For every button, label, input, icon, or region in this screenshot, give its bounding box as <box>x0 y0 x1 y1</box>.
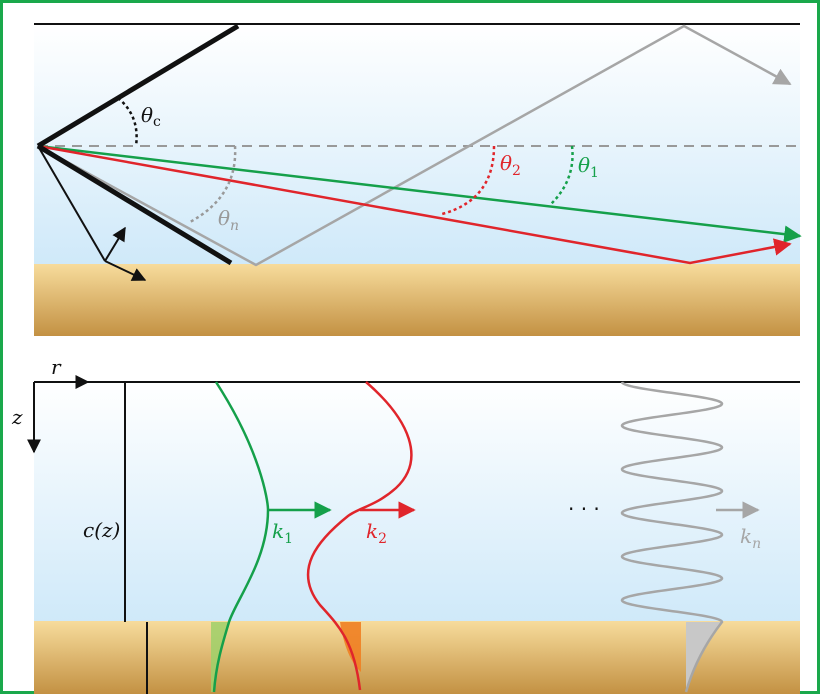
r-axis-label: r <box>51 355 62 379</box>
normal-vector-arrow <box>104 226 126 262</box>
theta-2-label: θ2 <box>500 151 521 179</box>
sediment-layer-bottom <box>34 621 800 694</box>
k2-label: k2 <box>366 519 387 547</box>
sediment-layer-top <box>34 264 800 336</box>
theta-n-label: θn <box>218 206 239 234</box>
z-axis-label: z <box>11 405 23 429</box>
k1-label: k1 <box>272 519 293 547</box>
ray-mode-2 <box>37 144 792 265</box>
ray-mode-1 <box>37 144 802 243</box>
bottom-panel: r z c(z) k1 k2 · · · kn <box>11 355 800 694</box>
kn-label: kn <box>740 524 761 552</box>
theta-c-label: θc <box>141 103 161 130</box>
critical-cone-upper <box>36 23 240 149</box>
water-layer-bottom <box>34 382 800 622</box>
theta-1-arc <box>549 145 574 206</box>
sound-speed-label: c(z) <box>83 518 120 542</box>
top-panel: θc θ1 θ2 θn <box>34 23 802 336</box>
bottom-incident-ray <box>37 145 106 262</box>
ellipsis-label: · · · <box>568 497 600 521</box>
ray-mode-n <box>37 24 792 267</box>
tangent-vector-arrow <box>104 260 147 281</box>
theta-1-label: θ1 <box>578 153 599 181</box>
mode-n-profile <box>620 381 724 693</box>
mode-2-profile <box>306 381 413 691</box>
mode-n-tail-shade <box>686 622 722 690</box>
theta-c-arc <box>117 97 138 147</box>
mode-1-profile <box>212 381 270 693</box>
critical-cone-lower <box>36 143 233 266</box>
